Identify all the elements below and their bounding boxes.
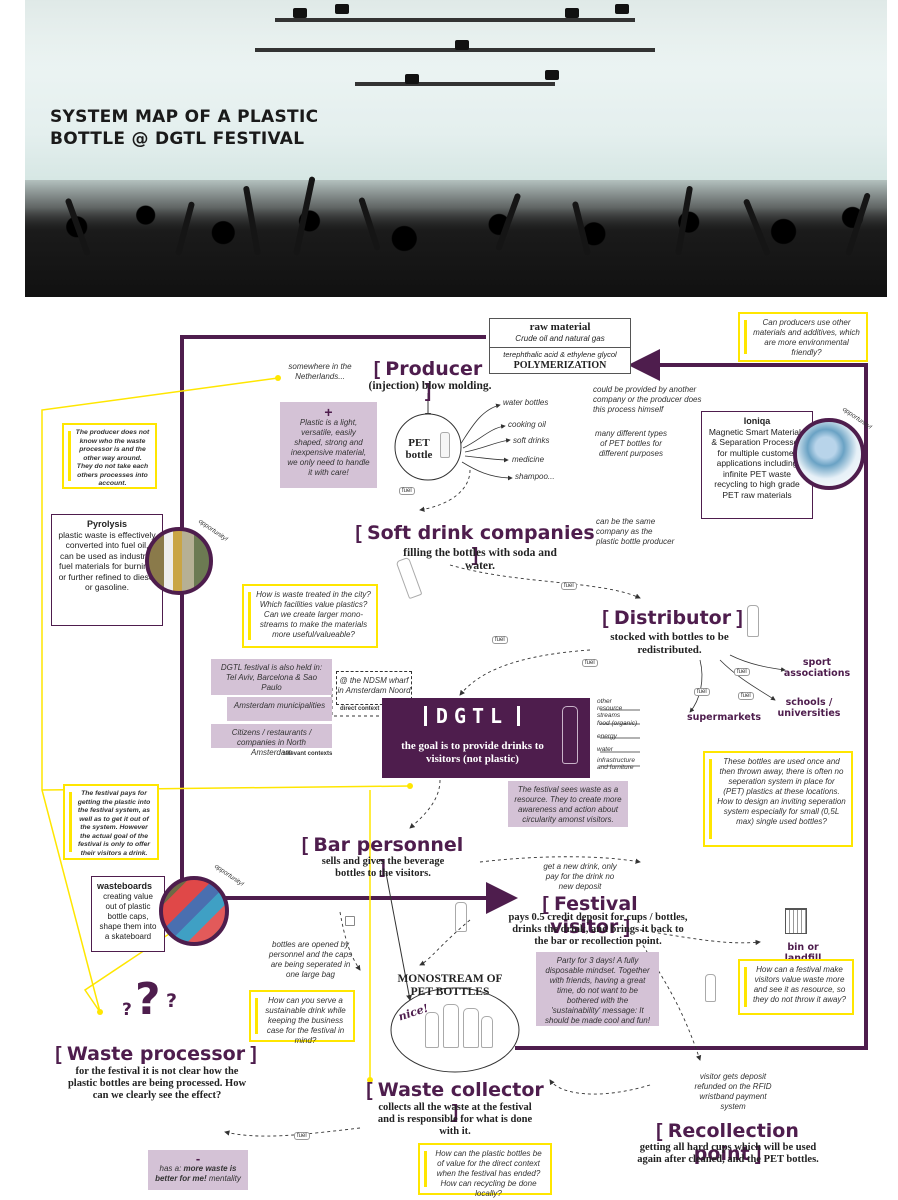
polymerization: POLYMERIZATION [490,360,630,371]
outlet-supermarkets: supermarkets [684,712,764,723]
use-shampoo: shampoo... [515,472,555,482]
waste-collector-sub: collects all the waste at the festival a… [371,1102,539,1138]
fuel-tag-4: fuel [582,659,598,667]
raw-material-sub: Crude oil and natural gas [490,334,630,344]
yellow-producers-other: Can producers use other materials and ad… [738,312,868,362]
another-company-note: could be provided by another company or … [593,385,713,415]
wasteboards-text: creating value out of plastic bottle cap… [97,892,159,942]
minus-text-c: mentality [207,1174,241,1183]
raw-material-title: raw material [490,320,630,334]
bar-sub: sells and gives the beverage bottles to … [318,856,448,880]
bottle-icon-bin [705,974,716,1002]
use-oil: cooking oil [508,420,546,430]
many-types-note: many different types of PET bottles for … [592,429,670,459]
monostream-label: MONOSTREAM OF PET BOTTLES [395,973,505,999]
dgtl-logo: DGTL [424,706,520,726]
cup-icon [345,916,355,926]
deposit-refund-note: visitor gets deposit refunded on the RFI… [690,1072,776,1112]
yellow-sustainable-drink: How can you serve a sustainable drink wh… [249,990,355,1042]
raw-material-box: raw material Crude oil and natural gas t… [489,318,631,374]
same-company-note: can be the same company as the plastic b… [596,517,676,547]
stream-food: food (organic) [597,719,637,729]
pyrolysis-title: Pyrolysis [58,519,156,530]
stream-other: other resource streams [597,698,637,719]
stream-infra: infrastructure and furniture [597,757,647,771]
yellow-city: How is waste treated in the city? Which … [242,584,378,648]
pet-bottle-label: PET bottle [400,437,438,461]
producer-sub: (injection) blow molding. [345,380,515,392]
plus-box: + Plastic is a light, versatile, easily … [280,402,377,488]
wasteboards-photo [159,876,229,946]
fuel-tag-5: fuel [734,668,750,676]
use-medicine: medicine [512,455,544,465]
direct-context-note: direct context [340,706,379,712]
question-marks: ? ? ? [118,978,188,1038]
outlet-schools: schools / universities [774,697,844,719]
yellow-no-knowledge: The producer does not know who the waste… [62,423,157,489]
use-soft: soft drinks [513,436,549,446]
outlet-sport: sport associations [782,657,852,679]
ioniqa-title: Ioniqa [708,416,806,427]
yellow-direct-context: How can the plastic bottles be of value … [418,1143,552,1195]
fuel-tag-3: fuel [492,636,508,644]
pyrolysis-photo [145,527,213,595]
ioniqa-text: Magnetic Smart Materials & Separation Pr… [708,427,806,501]
use-water: water bottles [503,398,548,408]
relevant-contexts-note: relevant contexts [283,751,332,757]
soft-drink-label: Soft drink companies [367,522,595,544]
wasteboards-box: wasteboards creating value out of plasti… [91,876,165,952]
fuel-tag-7: fuel [738,692,754,700]
bin-icon [785,908,807,934]
visitor-sub: pays 0.5 credit deposit for cups / bottl… [505,912,691,948]
fuel-tag-1: fuel [399,487,415,495]
minus-text-a: has a: [160,1164,184,1173]
stream-energy: energy [597,732,617,742]
yellow-single-used: These bottles are used once and then thr… [703,751,853,847]
amsterdam-box: Amsterdam municipalities [227,697,332,721]
pet-bottle-icon [440,432,450,458]
waste-processor-label: Waste processor [67,1043,245,1065]
fuel-tag-2: fuel [561,582,577,590]
monostream-bottles [425,1000,495,1050]
bottle-icon-visitor [455,902,467,932]
plus-symbol: + [286,406,371,418]
waste-collector-label: Waste collector [378,1079,544,1101]
wasteboards-title: wasteboards [97,881,159,892]
waste-processor-title: [ Waste processor ] [50,1043,262,1066]
waste-processor-sub: for the festival it is not clear how the… [62,1066,252,1102]
dgtl-bottle-icon [562,706,578,764]
bar-label: Bar personnel [313,834,463,856]
minus-symbol: - [154,1154,242,1164]
distributor-sub: stocked with bottles to be redistributed… [597,631,742,657]
party-box: Party for 3 days! A fully disposable min… [536,952,659,1026]
soft-drink-sub: filling the bottles with soda and water. [395,547,565,573]
plus-text: Plastic is a light, versatile, easily sh… [286,418,371,478]
stream-water: water [597,745,613,755]
fuel-tag-8: fuel [294,1132,310,1140]
dgtl-goal: the goal is to provide drinks to visitor… [390,740,555,766]
ioniqa-photo [793,418,865,490]
bottle-icon-dist [747,605,759,637]
minus-box: - has a: more waste is better for me! me… [148,1150,248,1190]
distributor-label: Distributor [614,607,731,629]
dgtl-held-box: DGTL festival is also held in: Tel Aviv,… [211,659,332,695]
pyrolysis-text: plastic waste is effectively converted i… [58,530,156,593]
opened-by-note: bottles are opened by personnel and the … [268,940,353,980]
dgtl-box: DGTL the goal is to provide drinks to vi… [382,698,590,778]
raw-material-chem: terephthalic acid & ethylene glycol [490,350,630,360]
resource-box: The festival sees waste as a resource. T… [508,781,628,827]
citizens-box: Citizens / restaurants / companies in No… [211,724,332,748]
netherlands-note: somewhere in the Netherlands... [285,362,355,382]
recollection-sub: getting all hard cups which will be used… [636,1142,820,1166]
producer-label: Producer [385,358,482,380]
yellow-festival-pays: The festival pays for getting the plasti… [63,784,159,860]
fuel-tag-6: fuel [694,688,710,696]
yellow-value-waste: How can a festival make visitors value w… [738,959,854,1015]
distributor-title: [ Distributor ] [600,607,745,630]
get-new-drink-note: get a new drink, only pay for the drink … [543,862,617,892]
